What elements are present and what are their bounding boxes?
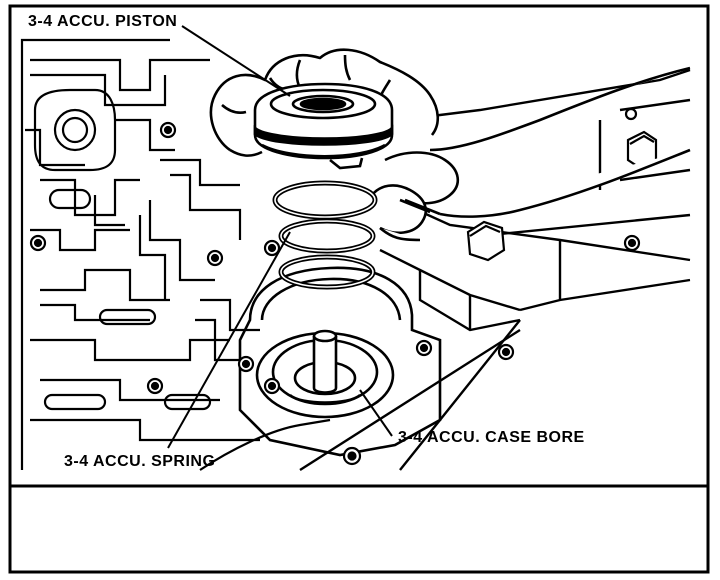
- illustration-border: [8, 4, 710, 488]
- valve-body: [20, 38, 331, 471]
- leader-lines: [167, 25, 393, 449]
- case-bore-icon: [255, 329, 395, 419]
- bolt-icon: [29, 107, 658, 466]
- accumulator-piston-icon: [253, 82, 394, 170]
- label-piston: 3-4 ACCU. PISTON: [28, 13, 177, 30]
- label-spring: 3-4 ACCU. SPRING: [64, 453, 215, 470]
- transmission-case: [299, 68, 691, 472]
- label-case-bore: 3-4 ACCU. CASE BORE: [398, 429, 585, 446]
- coil-spring-icon: [272, 180, 378, 290]
